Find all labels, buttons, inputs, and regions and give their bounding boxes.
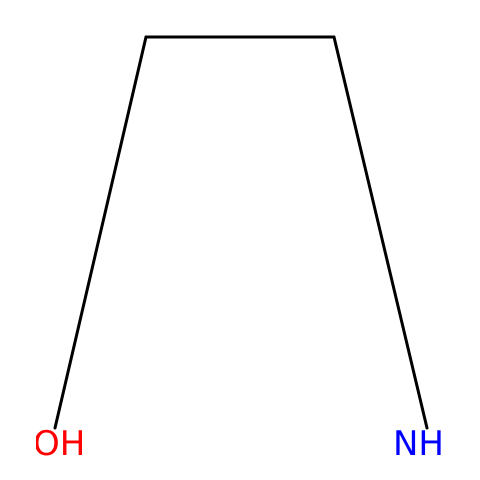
- atom-label-nitrogen: NH: [393, 424, 444, 464]
- bond-o1-c1: [53, 35, 148, 430]
- left-edge-mask: [0, 420, 36, 470]
- bond-c2-n1: [332, 35, 429, 430]
- bond-layer: [53, 35, 429, 430]
- atom-label-oxygen: OH: [33, 424, 85, 464]
